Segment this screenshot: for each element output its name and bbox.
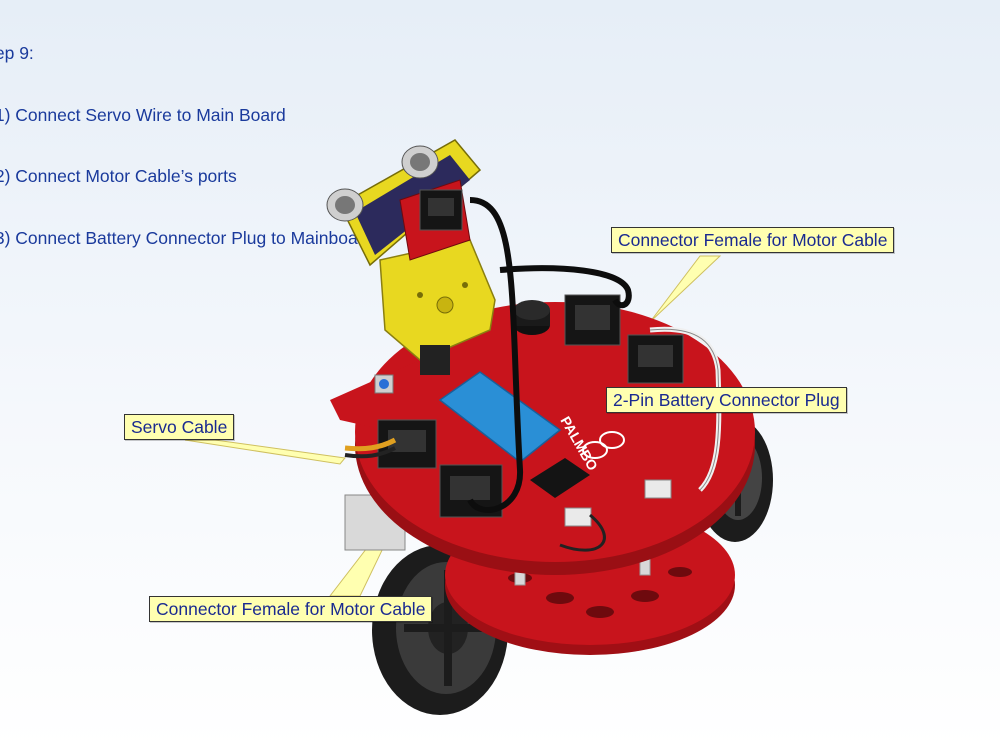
servo-cable [344,446,396,459]
step-item-1: .1) Connect Servo Wire to Main Board [0,104,286,125]
blue-module [438,371,562,463]
ultrasonic-sensor [326,139,482,267]
step-item-2: .2) Connect Motor Cable’s ports [0,166,237,186]
reset-button [374,374,394,394]
callout-motor-female-top: Connector Female for Motor Cable [611,227,895,253]
servo-bracket [379,239,496,375]
battery-wire [559,513,606,552]
servo-connector [377,419,437,469]
motor-cable-black [499,265,632,309]
motor-connector-bottom [439,464,503,518]
callout-motor-female-bottom: Connector Female for Motor Cable [149,596,433,622]
leader-motor-top [649,255,722,323]
white-connector [644,479,672,499]
callout-servo-cable: Servo Cable [124,414,235,440]
motor-connector-top [564,294,621,346]
motor-connector-right [627,334,684,384]
callout-battery-plug: 2-Pin Battery Connector Plug [606,387,847,413]
leader-servo [184,439,346,465]
servo-cable [344,437,397,452]
buzzer [514,300,550,335]
battery-connector-plug [564,507,592,527]
motor-cable-black [467,197,524,513]
ic-chip [530,458,590,498]
step-title: tep 9: [0,43,34,63]
step-item-3: .3) Connect Battery Connector Plug to Ma… [0,227,374,248]
arduino-logo-icon [582,431,625,459]
white-wire [649,328,720,491]
instruction-steps: tep 9: .1) Connect Servo Wire to Main Bo… [0,2,373,269]
